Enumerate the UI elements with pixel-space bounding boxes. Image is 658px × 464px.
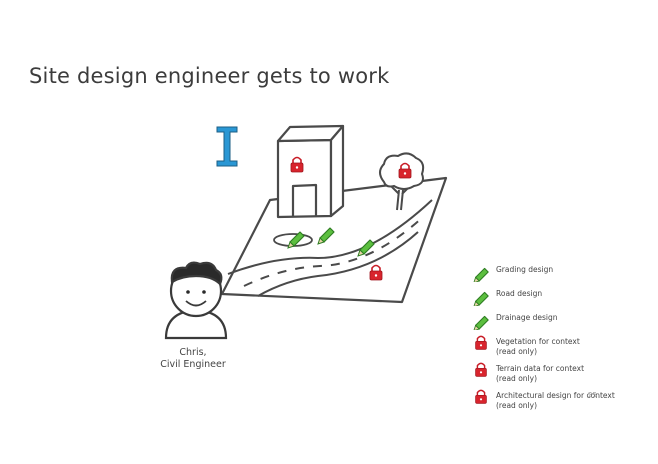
legend-item: Terrain data for context (read only) (472, 361, 652, 384)
green-pencil-icon (473, 291, 489, 306)
green-pencil-icon (473, 267, 489, 282)
legend: Grading design Road design Drainage desi… (472, 262, 652, 415)
slide-title: Site design engineer gets to work (29, 64, 390, 88)
legend-item: Architectural design for context (read o… (472, 388, 652, 411)
legend-label: Vegetation for context (read only) (496, 337, 580, 356)
person-role: Civil Engineer (160, 359, 226, 370)
legend-item: Road design (472, 286, 652, 306)
text-cursor-icon (216, 126, 238, 167)
person-caption: Chris, Civil Engineer (150, 347, 236, 371)
legend-item: Vegetation for context (read only) (472, 334, 652, 357)
avatar (164, 261, 228, 340)
legend-label: Grading design (496, 265, 554, 274)
red-lock-icon (474, 335, 488, 351)
road (227, 199, 433, 297)
tree (379, 152, 425, 211)
legend-label: Architectural design for context (read o… (496, 391, 615, 410)
page-number: 25 (588, 391, 597, 399)
building (276, 124, 345, 219)
person-name: Chris, (179, 347, 207, 358)
pencil-icon-drainage (317, 227, 335, 245)
legend-label: Road design (496, 289, 543, 298)
legend-item: Grading design (472, 262, 652, 282)
lock-icon-terrain (369, 264, 383, 281)
red-lock-icon (474, 389, 488, 405)
legend-item: Drainage design (472, 310, 652, 330)
legend-label: Terrain data for context (read only) (496, 364, 585, 383)
red-lock-icon (474, 362, 488, 378)
legend-label: Drainage design (496, 313, 558, 322)
green-pencil-icon (473, 315, 489, 330)
